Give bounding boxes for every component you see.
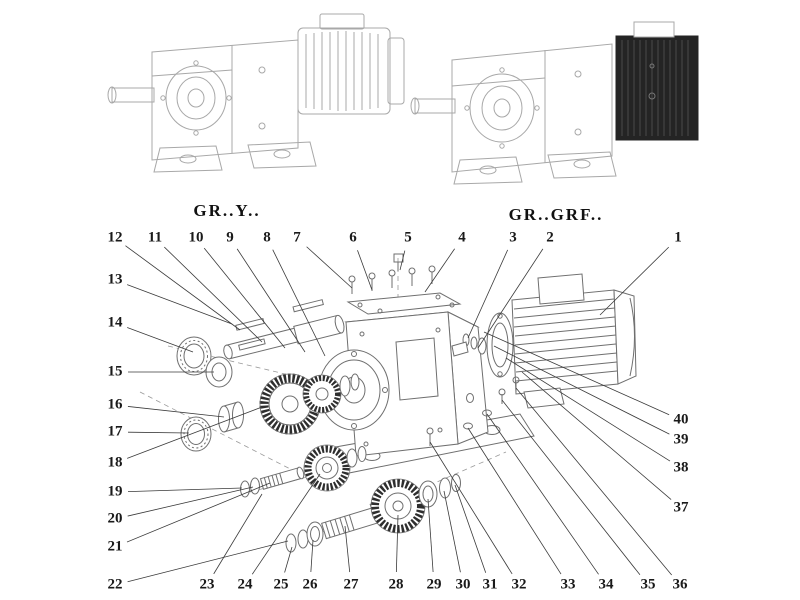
callout-2: 2: [546, 229, 554, 246]
callout-leader-lines: [125, 245, 672, 583]
callout-11: 11: [147, 229, 163, 246]
intermediate-pinion-group: [240, 444, 367, 498]
callout-13: 13: [107, 271, 123, 288]
callout-10: 10: [188, 229, 204, 246]
callout-23: 23: [199, 576, 215, 593]
foot-fasteners: [426, 376, 520, 446]
callout-40: 40: [673, 411, 689, 428]
callout-17: 17: [107, 423, 123, 440]
callout-38: 38: [673, 459, 689, 476]
callout-6: 6: [349, 229, 357, 246]
callout-7: 7: [293, 229, 301, 246]
callout-30: 30: [455, 576, 471, 593]
callout-20: 20: [107, 510, 123, 527]
callout-4: 4: [458, 229, 466, 246]
callout-37: 37: [673, 499, 689, 516]
callout-14: 14: [107, 314, 123, 331]
callout-31: 31: [482, 576, 498, 593]
right-model-label: GR..GRF..: [508, 205, 604, 224]
callout-18: 18: [107, 454, 123, 471]
callout-39: 39: [673, 431, 689, 448]
first-stage-gears: [259, 373, 360, 435]
exploded-view-drawing: [139, 253, 637, 553]
dark-cover-block: [615, 21, 699, 141]
callout-32: 32: [511, 576, 527, 593]
callout-34: 34: [598, 576, 614, 593]
callout-35: 35: [640, 576, 656, 593]
callout-27: 27: [343, 576, 359, 593]
callout-3: 3: [509, 229, 517, 246]
callout-5: 5: [404, 229, 412, 246]
input-shaft-assembly: [176, 299, 345, 452]
callout-22: 22: [107, 576, 123, 593]
callout-19: 19: [107, 483, 123, 500]
callout-8: 8: [263, 229, 271, 246]
gearmotor-left-illustration: [107, 13, 405, 173]
callout-26: 26: [302, 576, 318, 593]
left-model-label: GR..Y..: [193, 201, 261, 220]
callout-21: 21: [107, 538, 123, 555]
callout-9: 9: [226, 229, 234, 246]
callout-12: 12: [107, 229, 123, 246]
callout-28: 28: [388, 576, 404, 593]
callout-36: 36: [672, 576, 688, 593]
callout-29: 29: [426, 576, 442, 593]
callout-24: 24: [237, 576, 253, 593]
callout-15: 15: [107, 363, 123, 380]
callout-33: 33: [560, 576, 576, 593]
top-cover-and-screws: [346, 253, 462, 315]
callout-1: 1: [674, 229, 682, 246]
gearmotor-right-illustration: [410, 21, 699, 185]
callout-25: 25: [273, 576, 289, 593]
callout-16: 16: [107, 396, 123, 413]
